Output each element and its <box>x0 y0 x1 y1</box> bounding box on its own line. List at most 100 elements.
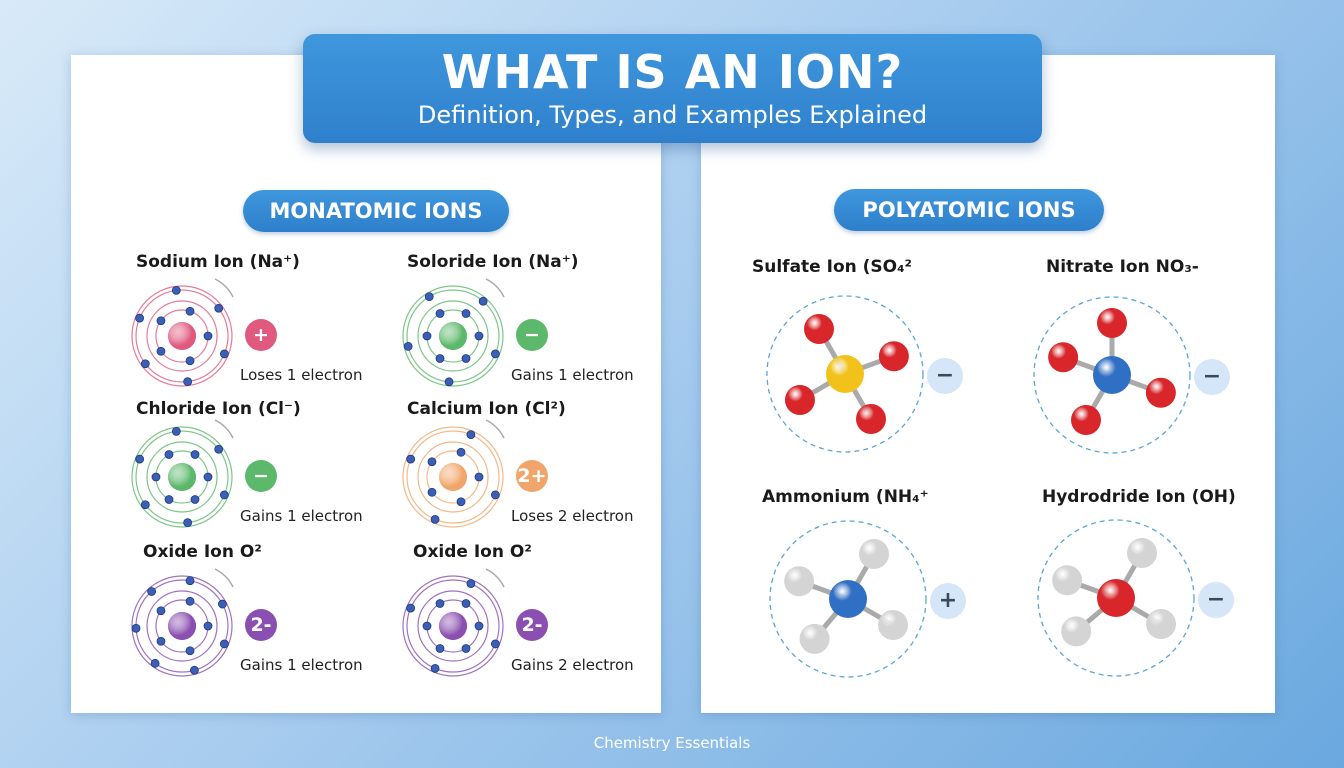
ion-label: Calcium Ion (Cl²) <box>407 399 566 419</box>
electron <box>435 309 445 318</box>
central-atom <box>829 580 867 618</box>
electron <box>422 331 432 341</box>
rotation-arrow-icon <box>485 568 505 588</box>
charge-badge: + <box>245 319 277 351</box>
ligand-atom <box>804 313 834 344</box>
ion-label: Oxide Ion O² <box>143 542 262 562</box>
molecule-diagram <box>1033 296 1191 454</box>
electron <box>430 663 440 673</box>
ion-label: Soloride Ion (Na⁺) <box>407 252 579 272</box>
electron <box>444 377 454 387</box>
footer-text: Chemistry Essentials <box>593 734 751 752</box>
electron <box>183 518 193 528</box>
charge-badge: + <box>930 583 966 619</box>
electron <box>406 454 416 464</box>
electron <box>140 500 150 510</box>
electron <box>156 606 166 616</box>
electron <box>490 639 500 649</box>
electron <box>214 444 224 454</box>
electron <box>203 621 213 631</box>
ligand-atom <box>1145 377 1176 408</box>
electron <box>135 313 145 323</box>
electron <box>403 342 413 351</box>
electron <box>219 490 229 500</box>
polyatomic-heading: POLYATOMIC IONS <box>834 189 1104 231</box>
electron <box>135 454 145 464</box>
molecule-diagram <box>766 295 924 453</box>
electron <box>203 331 213 341</box>
charge-badge: − <box>516 319 548 351</box>
rotation-arrow-icon <box>214 568 234 588</box>
polyatomic-ion-label: Sulfate Ion (SO₄² <box>752 257 912 277</box>
electron-caption: Gains 1 electron <box>240 656 363 674</box>
central-atom <box>1097 579 1135 617</box>
ligand-atom <box>1071 405 1101 436</box>
electron <box>427 457 437 467</box>
electron <box>474 472 484 482</box>
electron <box>424 292 434 302</box>
electron-caption: Gains 2 electron <box>511 656 634 674</box>
electron <box>140 359 150 369</box>
electron <box>427 487 437 497</box>
monatomic-heading: MONATOMIC IONS <box>243 190 509 232</box>
ligand-atom <box>1061 616 1092 647</box>
electron <box>435 354 445 363</box>
ligand-atom <box>784 385 815 415</box>
electron-caption: Loses 1 electron <box>240 366 363 384</box>
atom-diagram <box>402 419 505 528</box>
electron <box>461 599 471 608</box>
charge-badge: − <box>927 358 963 394</box>
polyatomic-ion-label: Ammonium (NH₄⁺ <box>762 487 929 507</box>
electron <box>218 599 227 609</box>
molecule-diagram <box>769 520 927 678</box>
electron <box>185 596 195 606</box>
electron <box>435 599 445 608</box>
ligand-atom <box>856 404 886 435</box>
atom-diagram <box>131 419 234 528</box>
electron <box>466 430 476 440</box>
charge-badge: − <box>245 460 277 492</box>
ion-label: Oxide Ion O² <box>413 542 532 562</box>
electron <box>219 639 229 649</box>
title-banner: WHAT IS AN ION? Definition, Types, and E… <box>303 34 1042 143</box>
electron <box>461 309 471 318</box>
ligand-atom <box>1127 537 1157 568</box>
electron <box>474 331 484 341</box>
electron <box>422 621 432 631</box>
electron <box>190 495 200 504</box>
electron <box>171 426 181 436</box>
page-subtitle: Definition, Types, and Examples Explaine… <box>417 101 928 129</box>
ligand-atom <box>1146 609 1177 639</box>
electron <box>456 447 466 457</box>
polyatomic-ion-label: Hydrodride Ion (OH) <box>1042 487 1236 507</box>
ligand-atom <box>799 623 830 654</box>
electron <box>461 354 471 363</box>
polyatomic-panel <box>701 55 1275 713</box>
page-title: WHAT IS AN ION? <box>441 45 904 99</box>
electron <box>183 377 193 387</box>
electron <box>490 349 500 359</box>
atom-diagram <box>131 278 234 387</box>
ion-label: Chloride Ion (Cl⁻) <box>136 399 301 419</box>
ligand-atom <box>859 538 889 569</box>
electron <box>474 621 484 631</box>
electron <box>150 658 160 668</box>
central-atom <box>826 355 864 393</box>
ion-label: Sodium Ion (Na⁺) <box>136 252 300 272</box>
atom-diagram <box>402 278 505 387</box>
charge-badge: 2- <box>245 609 277 641</box>
polyatomic-ion-label: Nitrate Ion NO₃- <box>1046 257 1199 277</box>
electron <box>490 490 500 500</box>
atom-diagram <box>402 568 505 677</box>
electron <box>185 576 195 586</box>
electron <box>156 346 166 356</box>
electron <box>435 644 445 653</box>
electron <box>151 472 161 482</box>
electron <box>478 296 488 306</box>
electron <box>214 303 224 313</box>
molecule-diagram <box>1037 519 1195 677</box>
charge-badge: − <box>1198 582 1234 618</box>
electron <box>461 644 471 653</box>
electron <box>190 450 200 459</box>
electron <box>171 285 181 295</box>
